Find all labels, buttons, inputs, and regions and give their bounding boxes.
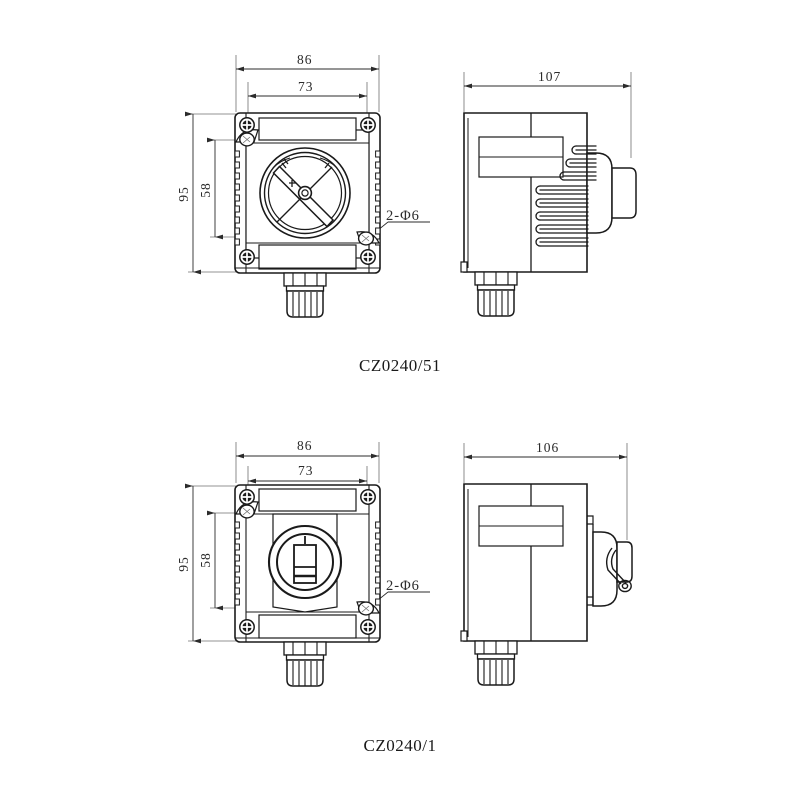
dimension-label-width-73-bottom: 73 — [298, 463, 314, 478]
dimension-label-width-86-bottom: 86 — [297, 438, 313, 453]
dimension-lines — [185, 453, 379, 644]
dimension-label-height-58-bottom: 58 — [198, 552, 213, 568]
mounting-hole-upper-left — [235, 129, 259, 147]
dimension-label-depth-106: 106 — [536, 440, 560, 455]
caption-cz0240-51: CZ0240/51 — [359, 356, 441, 375]
front-view-cz0240-1 — [185, 442, 430, 687]
front-view-cz0240-51 — [185, 55, 430, 318]
side-serrations — [234, 521, 381, 606]
cable-gland-front — [283, 641, 327, 687]
padlock-hasp-icon — [605, 547, 632, 593]
screw-top-left — [238, 488, 256, 506]
side-serrations — [234, 150, 381, 246]
dimension-lines — [185, 66, 379, 275]
figure-cz0240-1 — [185, 442, 633, 687]
screw-top-left — [238, 116, 256, 134]
figure-cz0240-51 — [185, 55, 637, 318]
cable-gland-side — [474, 271, 518, 317]
screw-top-right — [359, 488, 377, 506]
dimension-label-2-phi-6-top: 2-Φ6 — [386, 208, 420, 224]
screw-bottom-right — [359, 248, 377, 266]
dimension-label-depth-107: 107 — [538, 69, 562, 84]
screw-bottom-left — [238, 618, 256, 636]
knob-housing-profile — [586, 152, 637, 234]
cable-gland-side — [474, 640, 518, 686]
enclosure-profile — [460, 483, 594, 642]
dimension-label-width-86-top: 86 — [297, 52, 313, 67]
dimension-label-height-95-top: 95 — [176, 186, 191, 202]
cooling-fins — [535, 145, 597, 247]
dimension-label-height-58-top: 58 — [198, 182, 213, 198]
dimension-label-width-73-top: 73 — [298, 79, 314, 94]
mounting-hole-lower-right — [356, 601, 380, 616]
screw-bottom-left — [238, 248, 256, 266]
extension-lines — [463, 443, 628, 540]
mounting-hole-lower-right — [356, 231, 380, 246]
side-view-cz0240-51 — [460, 72, 637, 317]
enclosure-profile — [460, 112, 588, 273]
screw-bottom-right — [359, 618, 377, 636]
rocker-switch — [267, 524, 343, 600]
side-view-cz0240-1 — [460, 443, 633, 686]
caption-cz0240-1: CZ0240/1 — [363, 736, 437, 755]
screw-top-right — [359, 116, 377, 134]
dimension-label-2-phi-6-bottom: 2-Φ6 — [386, 578, 420, 594]
dimension-label-height-95-bottom: 95 — [176, 556, 191, 572]
cable-gland-front — [283, 272, 327, 318]
rotary-selector-knob — [259, 147, 351, 239]
